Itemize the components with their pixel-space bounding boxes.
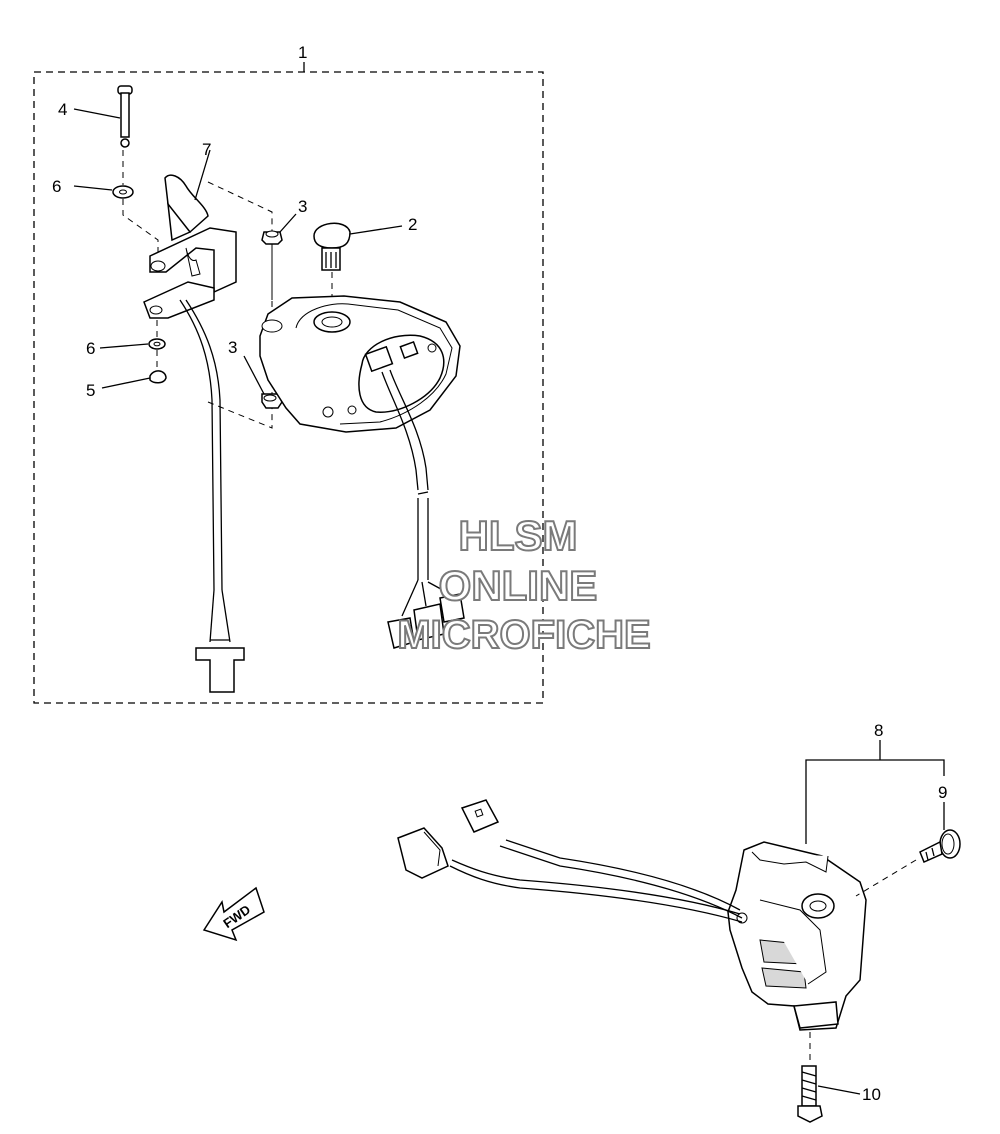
callout-3-lower: 3 [228, 338, 237, 357]
callout-10: 10 [862, 1085, 881, 1104]
hlsm-watermark: HLSM ONLINE MICROFICHE [396, 511, 651, 658]
washer-part-6-top [112, 185, 134, 199]
callout-2: 2 [408, 215, 417, 234]
handle-switch-harness [397, 799, 743, 923]
leader-7 [194, 149, 211, 201]
callout-8: 8 [874, 721, 883, 740]
push-button-part-2 [313, 222, 351, 271]
switch-housing [259, 295, 461, 433]
leader-6-top [73, 185, 113, 191]
leader-4 [73, 108, 121, 119]
screw-part-10 [797, 1065, 823, 1123]
handle-switch-part-8 [727, 841, 867, 1031]
assembly-1-boundary [33, 62, 544, 704]
callout-4: 4 [58, 100, 67, 119]
nut-part-3-lower [261, 393, 283, 409]
leader-6-lower [99, 343, 149, 349]
callout-6-top: 6 [52, 177, 61, 196]
leader-10 [817, 1085, 861, 1095]
lever-cable [179, 299, 245, 693]
leader-3-lower [243, 355, 265, 395]
clip-part-5 [149, 370, 167, 384]
nut-part-3-top [261, 230, 283, 245]
watermark-line-3: MICROFICHE [397, 613, 650, 657]
callout-3-top: 3 [298, 197, 307, 216]
callout-6-lower: 6 [86, 339, 95, 358]
leader-8-bracket [805, 759, 945, 844]
callout-9: 9 [938, 783, 947, 802]
callout-labels: 1 2 3 3 4 5 6 6 7 8 9 10 [52, 43, 947, 1104]
forward-direction-arrow: FWD [202, 886, 265, 942]
lever-bracket-part-7 [143, 174, 237, 319]
callout-1: 1 [298, 43, 307, 62]
leader-3-top [279, 213, 297, 233]
watermark-line-1: HLSM [459, 512, 578, 559]
callout-5: 5 [86, 381, 95, 400]
screw-part-9 [919, 829, 961, 864]
pin-part-4 [117, 85, 133, 148]
housing-cable [381, 369, 465, 649]
leader-2 [349, 225, 403, 235]
leader-5 [101, 377, 151, 389]
callout-7: 7 [202, 140, 211, 159]
washer-part-6-lower [148, 338, 166, 350]
watermark-line-2: ONLINE [439, 562, 598, 609]
